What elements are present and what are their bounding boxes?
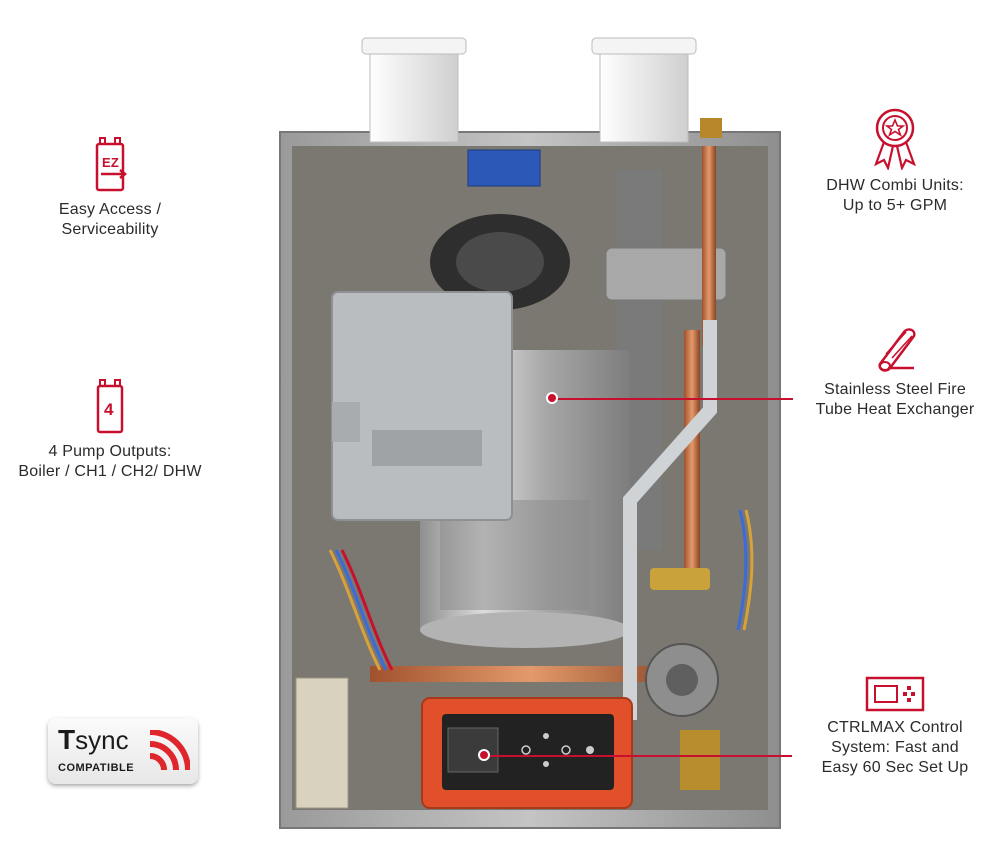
pump-outputs-label: 4 Pump Outputs: Boiler / CH1 / CH2/ DHW <box>18 443 202 480</box>
control-callout-dot <box>478 749 490 761</box>
ez-access-icon: EZ <box>95 137 128 192</box>
tsync-compatible-badge: Tsync COMPATIBLE <box>48 718 198 784</box>
control-callout-line <box>484 755 792 757</box>
feature-ctrlmax-control: CTRLMAX Control System: Fast and Easy 60… <box>790 676 1000 778</box>
stainless-label: Stainless Steel Fire Tube Heat Exchanger <box>815 381 975 418</box>
heat-exchanger-callout-dot <box>546 392 558 404</box>
dhw-combi-label: DHW Combi Units: Up to 5+ GPM <box>826 177 964 214</box>
boiler-product-image <box>279 37 781 829</box>
wifi-signal-icon <box>149 730 190 771</box>
svg-text:4: 4 <box>104 400 114 419</box>
feature-easy-access: EZ Easy Access / Serviceability <box>20 136 200 240</box>
feature-stainless-heat-exchanger: Stainless Steel Fire Tube Heat Exchanger <box>790 324 1000 420</box>
easy-access-label: Easy Access / Serviceability <box>58 201 162 238</box>
control-label: CTRLMAX Control System: Fast and Easy 60… <box>821 719 969 776</box>
pump-outputs-icon: 4 <box>96 379 124 434</box>
control-panel-icon <box>865 676 925 712</box>
tsync-logo-text: Tsync <box>58 724 129 755</box>
tsync-compatible-text: COMPATIBLE <box>58 762 135 774</box>
feature-dhw-combi: DHW Combi Units: Up to 5+ GPM <box>790 106 1000 216</box>
svg-text:EZ: EZ <box>102 155 119 170</box>
heat-exchanger-callout-line <box>551 398 793 400</box>
rolled-sheet-icon <box>878 328 916 372</box>
feature-pump-outputs: 4 4 Pump Outputs: Boiler / CH1 / CH2/ DH… <box>0 378 220 482</box>
award-ribbon-icon <box>874 108 916 170</box>
